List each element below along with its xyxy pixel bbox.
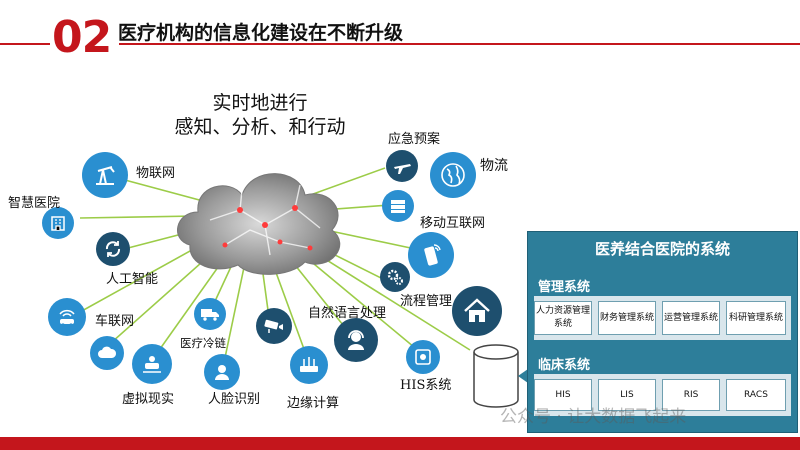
panel-title: 医养结合医院的系统 (528, 238, 797, 259)
home-icon (452, 286, 502, 336)
label-mobile: 移动互联网 (420, 212, 485, 231)
center-title-line2: 感知、分析、和行动 (160, 112, 360, 139)
system-box-research: 科研管理系统 (726, 301, 786, 335)
system-box-finance: 财务管理系统 (598, 301, 656, 335)
label-iov: 车联网 (95, 310, 134, 329)
globe-icon (430, 152, 476, 198)
label-workflow: 流程管理 (400, 290, 452, 309)
face-scan-icon (204, 354, 240, 390)
label-emergency: 应急预案 (388, 128, 440, 147)
label-smart-hospital: 智慧医院 (8, 192, 60, 211)
label-edge: 边缘计算 (287, 392, 339, 411)
label-nlp: 自然语言处理 (308, 302, 386, 321)
headset-agent-icon (334, 318, 378, 362)
label-vr: 虚拟现实 (122, 388, 174, 407)
hospital-building-icon (42, 207, 74, 239)
oil-pump-icon (82, 152, 128, 198)
center-title-line1: 实时地进行 (160, 88, 360, 115)
label-cold-chain: 医疗冷链 (180, 335, 226, 351)
mobile-phone-icon (408, 232, 454, 278)
system-box-hr: 人力资源管理系统 (534, 301, 592, 335)
management-section-title: 管理系统 (538, 276, 590, 295)
footer-bar (0, 437, 800, 450)
refresh-cycle-icon (96, 232, 130, 266)
system-box-operations: 运营管理系统 (662, 301, 720, 335)
server-rack-icon (382, 190, 414, 222)
security-camera-icon (256, 308, 292, 344)
router-icon (290, 346, 328, 384)
clinical-section-title: 临床系统 (538, 354, 590, 373)
vr-headset-icon (132, 344, 172, 384)
gears-icon (380, 262, 410, 292)
neural-cloud-image (170, 150, 350, 280)
airplane-icon (386, 150, 418, 182)
label-logistics: 物流 (480, 155, 508, 175)
label-iot: 物联网 (136, 162, 175, 181)
truck-icon (194, 298, 226, 330)
connected-car-icon (48, 298, 86, 336)
label-his: HIS系统 (400, 374, 451, 393)
label-ai: 人工智能 (106, 268, 158, 287)
system-box-racs: RACS (726, 379, 786, 411)
watermark: 公众号 · 让大数据飞起来 (500, 402, 686, 427)
cloud-icon (90, 336, 124, 370)
his-screen-icon (406, 340, 440, 374)
label-face: 人脸识别 (208, 388, 260, 407)
